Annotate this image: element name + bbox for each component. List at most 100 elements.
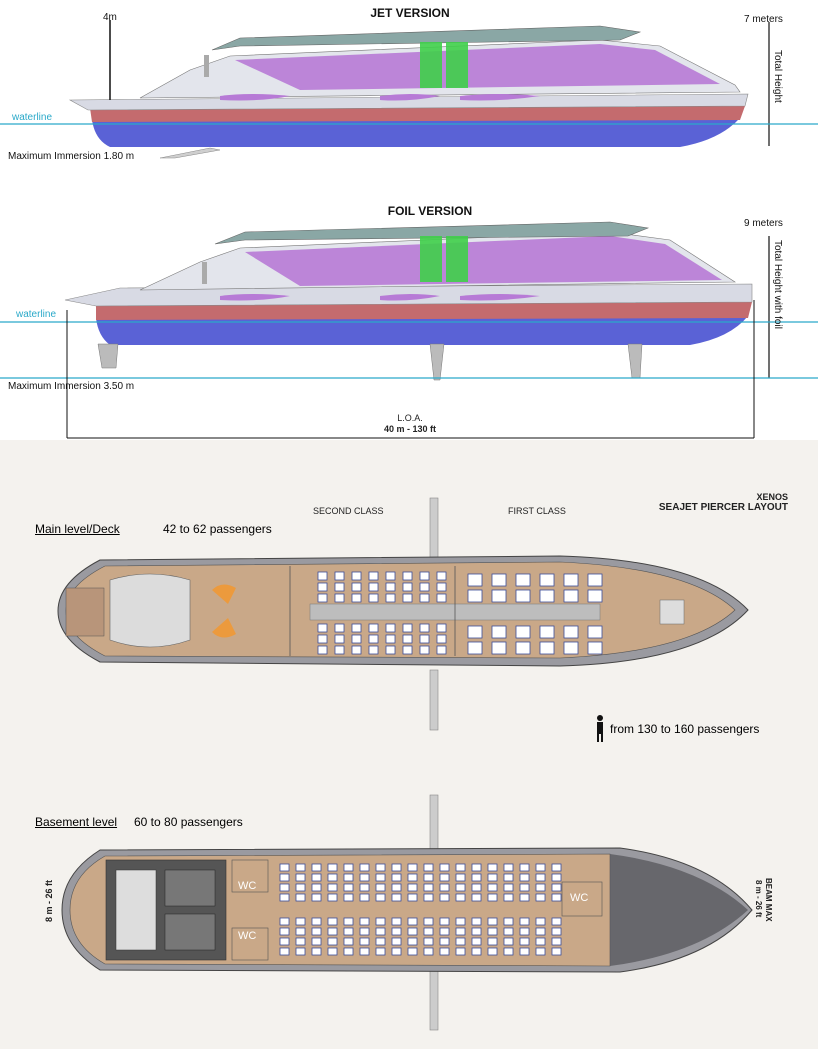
basement-seat [423, 947, 434, 956]
basement-seat [311, 917, 322, 926]
basement-seat [375, 937, 386, 946]
foil-total-height-value: 9 meters [744, 218, 783, 229]
second-class-seat [402, 571, 413, 581]
second-class-seat [368, 593, 379, 603]
layout-title: SEAJET PIERCER LAYOUT [658, 502, 788, 513]
basement-seat [519, 917, 530, 926]
basement-level-capacity: 60 to 80 passengers [134, 815, 243, 829]
first-class-seat [467, 625, 483, 639]
basement-seat [535, 863, 546, 872]
basement-seat [487, 873, 498, 882]
basement-seat [423, 893, 434, 902]
basement-seat [343, 947, 354, 956]
first-class-seat [563, 573, 579, 587]
second-class-seat [368, 582, 379, 592]
basement-seat [311, 863, 322, 872]
basement-seat [455, 937, 466, 946]
first-class-seat [467, 589, 483, 603]
second-class-seat [385, 571, 396, 581]
basement-seat [391, 947, 402, 956]
basement-seat [327, 893, 338, 902]
basement-seat [407, 863, 418, 872]
basement-seat [439, 937, 450, 946]
basement-seat [279, 883, 290, 892]
basement-seat [423, 873, 434, 882]
basement-seat [535, 893, 546, 902]
basement-seat [343, 917, 354, 926]
basement-seat [327, 917, 338, 926]
basement-seat [519, 937, 530, 946]
basement-seat [375, 893, 386, 902]
basement-seat [343, 863, 354, 872]
foil-waterline-label: waterline [16, 309, 57, 320]
basement-seat [279, 863, 290, 872]
basement-seat [471, 927, 482, 936]
first-class-seat [515, 641, 531, 655]
second-class-seat [419, 634, 430, 644]
basement-seat [439, 873, 450, 882]
first-class-seat [587, 641, 603, 655]
second-class-seat [436, 571, 447, 581]
total-capacity: from 130 to 160 passengers [610, 722, 760, 736]
first-class-seat [491, 641, 507, 655]
basement-seat [391, 917, 402, 926]
basement-seat [471, 917, 482, 926]
first-class-seat [515, 573, 531, 587]
basement-seat [295, 947, 306, 956]
basement-seat [279, 917, 290, 926]
first-class-seat [515, 625, 531, 639]
basement-seat [471, 937, 482, 946]
second-class-seat [368, 645, 379, 655]
first-class-seat [491, 589, 507, 603]
second-class-seat [402, 593, 413, 603]
beam-max-label: BEAM MAX [764, 878, 773, 922]
second-class-label: SECOND CLASS [313, 506, 384, 516]
basement-seat [375, 927, 386, 936]
first-class-seat [467, 641, 483, 655]
basement-seat [359, 927, 370, 936]
basement-seat [359, 947, 370, 956]
second-class-seat [351, 623, 362, 633]
basement-seat [359, 917, 370, 926]
basement-seat [471, 863, 482, 872]
basement-seat [487, 947, 498, 956]
second-class-seat [368, 571, 379, 581]
basement-seat [487, 863, 498, 872]
basement-seat [503, 893, 514, 902]
second-class-seat [351, 645, 362, 655]
second-class-seat [419, 623, 430, 633]
second-class-seat [368, 634, 379, 644]
basement-seat [487, 937, 498, 946]
basement-seat [439, 883, 450, 892]
basement-seat [439, 917, 450, 926]
basement-seat [455, 883, 466, 892]
basement-seat [375, 947, 386, 956]
basement-seat [423, 883, 434, 892]
basement-seat [423, 937, 434, 946]
second-class-seat [385, 582, 396, 592]
second-class-seat [419, 593, 430, 603]
basement-seat [503, 863, 514, 872]
basement-seat [327, 927, 338, 936]
second-class-seat [351, 571, 362, 581]
second-class-seat [317, 634, 328, 644]
second-class-seat [385, 623, 396, 633]
second-class-seat [317, 645, 328, 655]
basement-seat [359, 893, 370, 902]
main-level-label: Main level/Deck [35, 522, 120, 536]
basement-seat [455, 947, 466, 956]
second-class-seat [402, 582, 413, 592]
basement-seat [551, 937, 562, 946]
basement-seat [391, 873, 402, 882]
basement-seat [327, 883, 338, 892]
first-class-label: FIRST CLASS [508, 506, 566, 516]
basement-seat [407, 927, 418, 936]
basement-seat [295, 927, 306, 936]
basement-seat [487, 893, 498, 902]
jet-height-4m: 4m [103, 12, 117, 23]
basement-seat [535, 883, 546, 892]
basement-seat [407, 947, 418, 956]
wc-label-bow: WC [570, 892, 589, 904]
jet-waterline-label: waterline [12, 112, 53, 123]
basement-seat [343, 937, 354, 946]
